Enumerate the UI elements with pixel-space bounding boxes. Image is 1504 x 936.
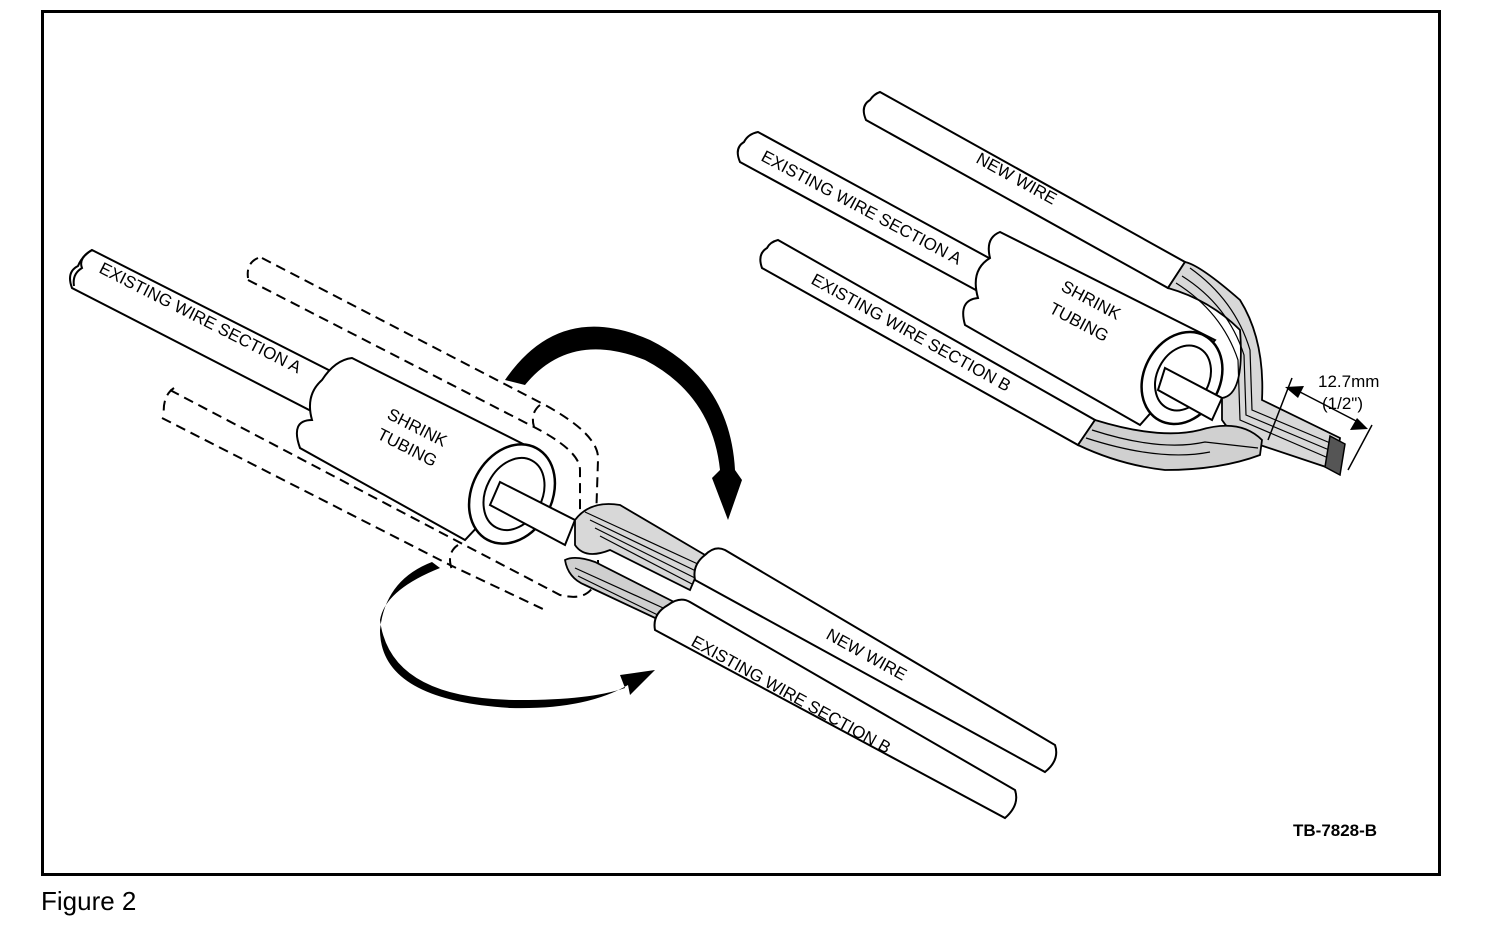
inner-wire <box>488 480 577 547</box>
new-wire <box>862 90 1187 290</box>
existing-wire-section-a <box>736 130 1002 297</box>
twisted-strands <box>1076 260 1346 477</box>
right-illustration <box>736 90 1373 477</box>
new-wire <box>693 547 1058 774</box>
existing-wire-section-b <box>653 598 1018 820</box>
rotation-arrow-icon <box>380 326 742 709</box>
left-illustration <box>69 248 1058 820</box>
folded-strands <box>564 503 707 627</box>
label-existing-wire-section-a: EXISTING WIRE SECTION A <box>96 259 305 378</box>
dashed-outline <box>161 257 600 611</box>
existing-wire-section-b <box>759 238 1097 447</box>
reference-code: TB-7828-B <box>1293 821 1377 840</box>
dimension-arrow-icon <box>1267 377 1373 471</box>
dimension-inch-label: (1/2") <box>1322 394 1363 413</box>
figure-frame <box>41 10 1441 876</box>
figure-caption: Figure 2 <box>41 886 137 916</box>
dimension-mm-label: 12.7mm <box>1318 372 1379 391</box>
